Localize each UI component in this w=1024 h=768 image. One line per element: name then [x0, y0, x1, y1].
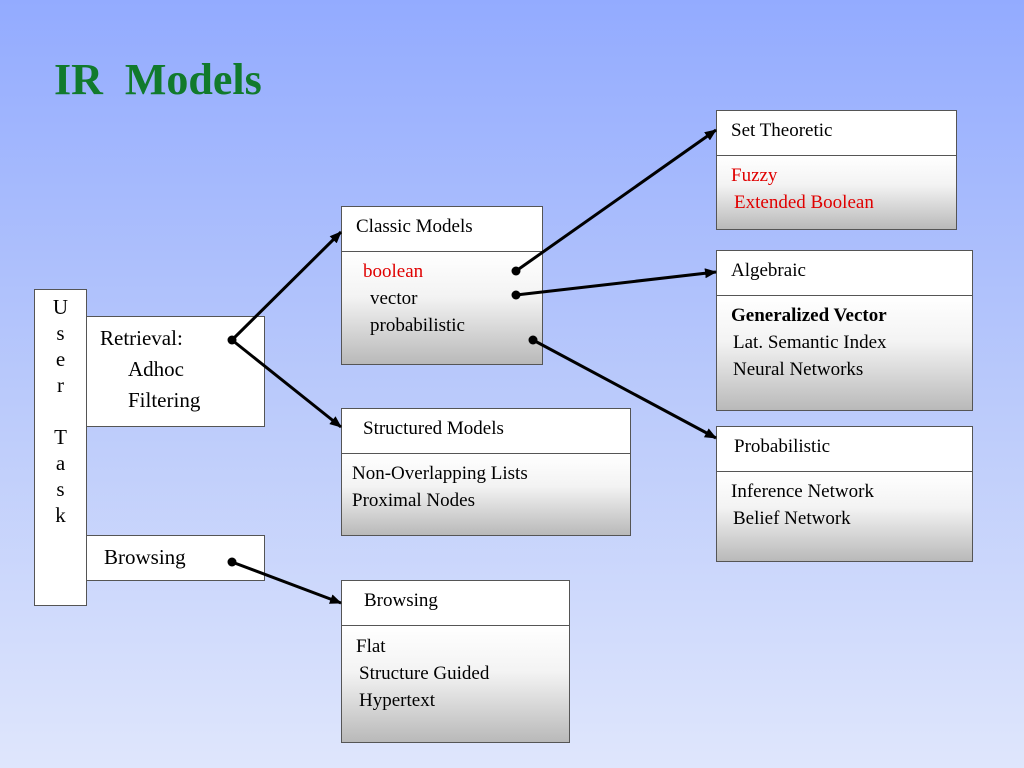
user-task-letter: k: [55, 503, 66, 527]
retrieval-label: Retrieval:: [100, 326, 183, 350]
arrow-probabilistic-probabilistic: [532, 338, 717, 440]
algebraic-body: Generalized Vector Lat. Semantic Index N…: [717, 296, 972, 410]
probabilistic-item: Inference Network: [731, 481, 874, 502]
user-task-letter: s: [56, 477, 65, 501]
structured-item: Non-Overlapping Lists: [352, 463, 528, 484]
structured-models-box: Structured Models Non-Overlapping Lists …: [341, 408, 631, 536]
retrieval-box: Retrieval: Adhoc Filtering: [86, 316, 265, 427]
user-task-letter: U: [52, 295, 69, 319]
arrow-retrieval-classic: [230, 230, 343, 342]
user-task-letter: a: [55, 451, 66, 475]
user-task-box: U s e r T a s k: [34, 289, 87, 606]
algebraic-box: Algebraic Generalized Vector Lat. Semant…: [716, 250, 973, 411]
structured-models-body: Non-Overlapping Lists Proximal Nodes: [342, 454, 630, 535]
set-theoretic-box: Set Theoretic Fuzzy Extended Boolean: [716, 110, 957, 230]
set-theoretic-item: Fuzzy: [731, 165, 778, 186]
connector-dot: [511, 290, 521, 300]
connector-dot: [511, 266, 521, 276]
arrow-vector-algebraic: [515, 268, 717, 297]
classic-models-header: Classic Models: [342, 207, 542, 252]
browsing-item: Hypertext: [359, 690, 435, 711]
page-title: IR Models: [54, 55, 262, 104]
classic-item-probabilistic: probabilistic: [370, 315, 465, 336]
browsing-models-body: Flat Structure Guided Hypertext: [342, 626, 569, 742]
set-theoretic-body: Fuzzy Extended Boolean: [717, 156, 956, 229]
retrieval-item-filtering: Filtering: [128, 388, 201, 412]
set-theoretic-header: Set Theoretic: [717, 111, 956, 156]
algebraic-item: Generalized Vector: [731, 305, 887, 326]
arrow-browsing-browsing: [231, 560, 342, 605]
classic-item-vector: vector: [370, 288, 418, 309]
connector-dot: [227, 335, 237, 345]
probabilistic-body: Inference Network Belief Network: [717, 472, 972, 561]
browsing-task-label: Browsing: [104, 545, 186, 569]
arrow-boolean-settheoretic: [515, 128, 717, 273]
probabilistic-item: Belief Network: [733, 508, 851, 529]
connector-dot: [528, 335, 538, 345]
browsing-item: Flat: [356, 636, 386, 657]
connector-dot: [227, 557, 237, 567]
classic-item-boolean: boolean: [363, 261, 424, 282]
algebraic-header: Algebraic: [717, 251, 972, 296]
browsing-models-box: Browsing Flat Structure Guided Hypertext: [341, 580, 570, 743]
user-task-letter: r: [57, 373, 64, 397]
browsing-task-box: Browsing: [86, 535, 265, 581]
probabilistic-box: Probabilistic Inference Network Belief N…: [716, 426, 973, 562]
classic-models-box: Classic Models boolean vector probabilis…: [341, 206, 543, 365]
arrow-retrieval-structured: [231, 338, 342, 429]
user-task-letter: T: [54, 425, 67, 449]
user-task-letter: s: [56, 321, 65, 345]
probabilistic-header: Probabilistic: [717, 427, 972, 472]
retrieval-item-adhoc: Adhoc: [128, 357, 184, 381]
user-task-letter: e: [55, 347, 66, 371]
structured-item: Proximal Nodes: [352, 490, 475, 511]
algebraic-item: Neural Networks: [733, 359, 864, 380]
algebraic-item: Lat. Semantic Index: [733, 332, 887, 353]
browsing-item: Structure Guided: [359, 663, 490, 684]
browsing-models-header: Browsing: [342, 581, 569, 626]
set-theoretic-item: Extended Boolean: [734, 192, 874, 213]
classic-models-body: boolean vector probabilistic: [342, 252, 542, 364]
structured-models-header: Structured Models: [342, 409, 630, 454]
